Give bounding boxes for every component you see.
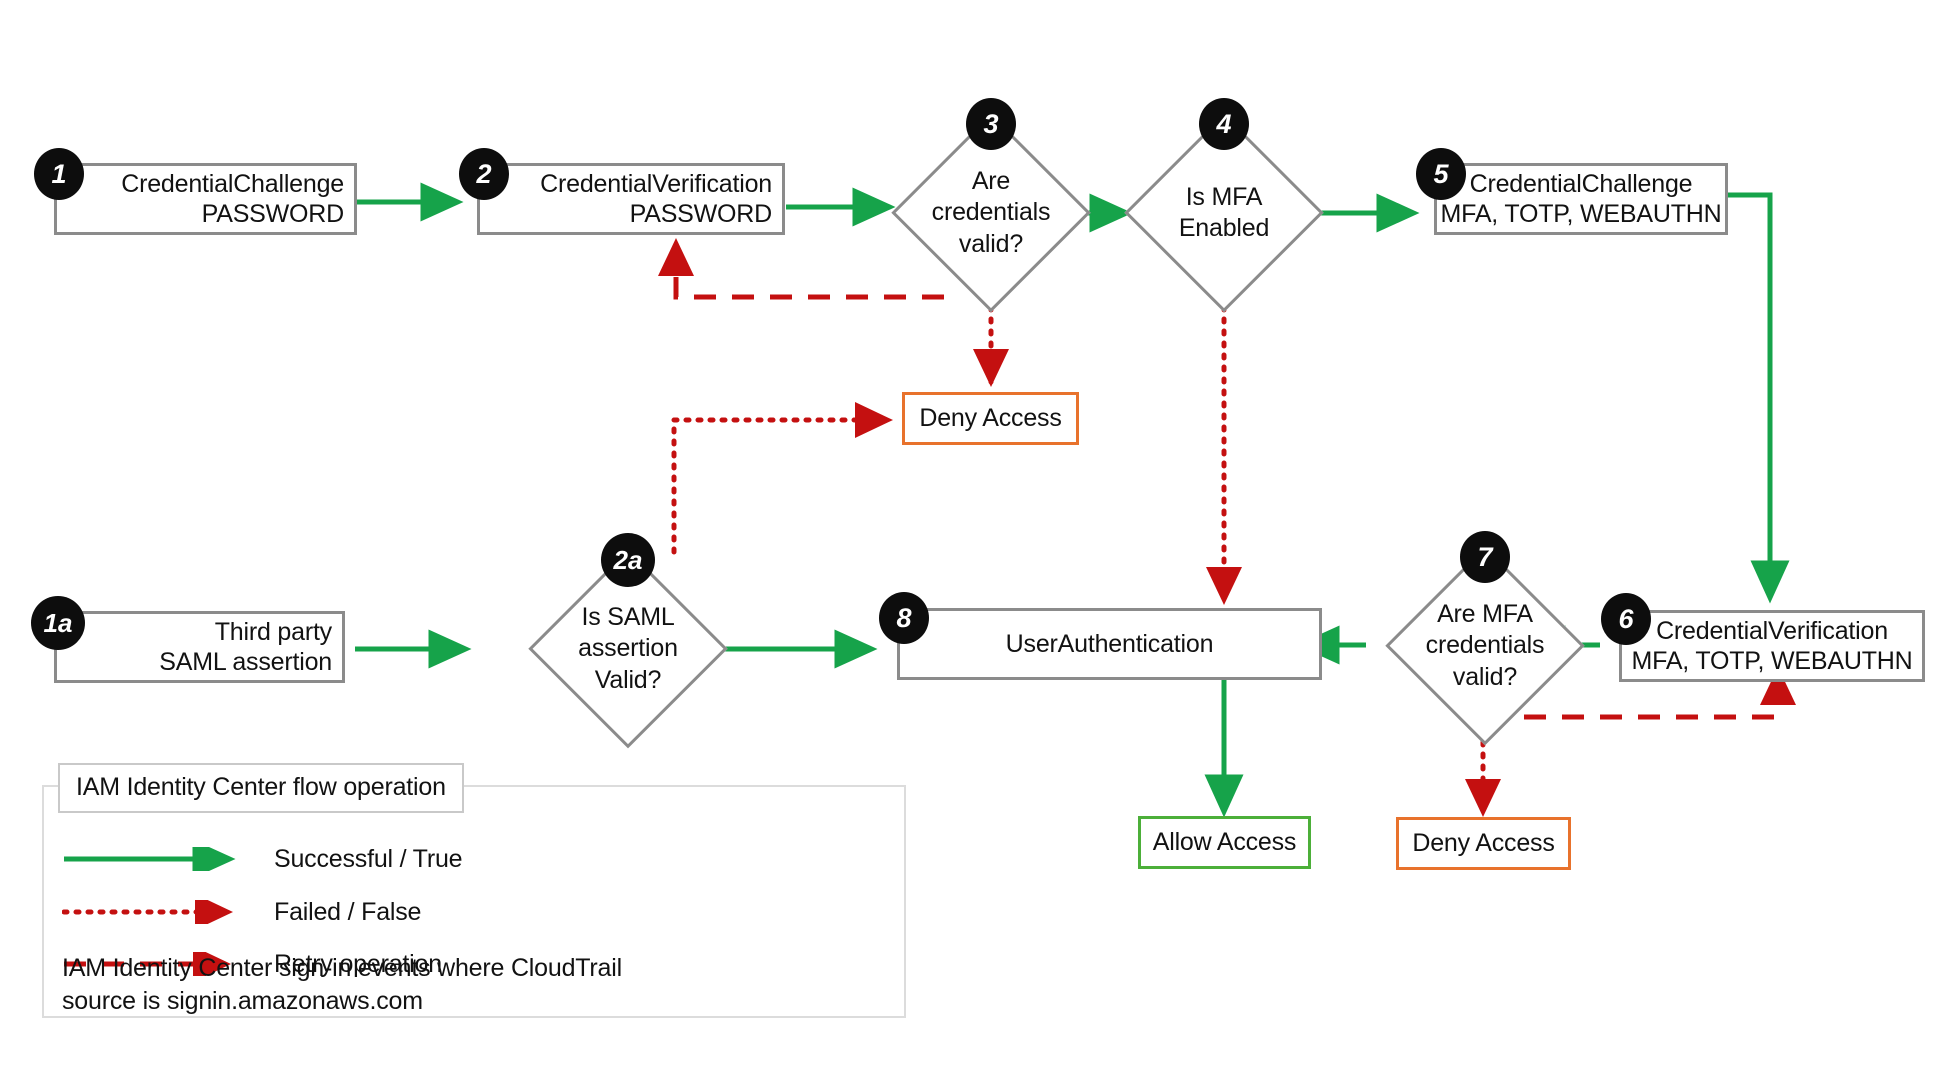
node-user-authentication[interactable]: UserAuthentication <box>897 608 1322 680</box>
node-are-mfa-credentials-valid[interactable]: Are MFA credentials valid? <box>1385 546 1585 746</box>
terminal-deny-access-2[interactable]: Deny Access <box>1396 817 1571 870</box>
node-credential-challenge-mfa[interactable]: CredentialChallenge MFA, TOTP, WEBAUTHN <box>1434 163 1728 235</box>
legend-panel: IAM Identity Center flow operation Succe… <box>42 763 906 1018</box>
node-1a-line-2: SAML assertion <box>159 648 332 676</box>
legend-row-retry: Retry operation <box>44 944 904 984</box>
badge-6: 6 <box>1601 593 1651 645</box>
legend-label-successful: Successful / True <box>274 844 463 873</box>
legend-swatch-solid-green <box>64 847 236 871</box>
node-2a-label: Is SAML assertion Valid? <box>578 602 678 694</box>
badge-8: 8 <box>879 592 929 644</box>
node-4-label: Is MFA Enabled <box>1178 182 1270 243</box>
node-2-line-2: PASSWORD <box>629 200 773 228</box>
node-1-line-1: CredentialChallenge <box>121 169 344 198</box>
terminal-deny-access-1[interactable]: Deny Access <box>902 392 1079 445</box>
badge-7: 7 <box>1460 531 1510 583</box>
node-credential-verification-password[interactable]: CredentialVerification PASSWORD <box>477 163 785 235</box>
deny-access-2-label: Deny Access <box>1412 829 1555 857</box>
node-is-mfa-enabled[interactable]: Is MFA Enabled <box>1124 113 1324 313</box>
node-1a-line-1: Third party <box>214 617 332 646</box>
legend-label-failed: Failed / False <box>274 897 422 926</box>
allow-access-label: Allow Access <box>1152 828 1297 856</box>
node-credential-verification-mfa[interactable]: CredentialVerification MFA, TOTP, WEBAUT… <box>1619 610 1925 682</box>
node-2-line-1: CredentialVerification <box>540 169 772 198</box>
badge-1a: 1a <box>31 596 85 650</box>
terminal-allow-access[interactable]: Allow Access <box>1138 816 1311 869</box>
node-are-credentials-valid[interactable]: Are credentials valid? <box>891 113 1091 313</box>
red-failed-connectors <box>671 292 1501 818</box>
badge-4: 4 <box>1199 98 1249 150</box>
badge-1: 1 <box>34 148 84 200</box>
node-3-label: Are credentials valid? <box>931 166 1051 258</box>
deny-access-1-label: Deny Access <box>919 404 1062 432</box>
badge-2a: 2a <box>601 533 655 587</box>
node-5-line-1: CredentialChallenge <box>1469 169 1693 198</box>
legend-row-failed: Failed / False <box>44 892 904 932</box>
node-credential-challenge-password[interactable]: CredentialChallenge PASSWORD <box>54 163 357 235</box>
legend-row-successful: Successful / True <box>44 839 904 879</box>
node-6-line-2: MFA, TOTP, WEBAUTHN <box>1631 647 1913 675</box>
legend-note: IAM Identity Center sign-in events where… <box>62 954 622 1016</box>
node-6-line-1: CredentialVerification <box>1656 616 1888 645</box>
node-third-party-saml-assertion[interactable]: Third party SAML assertion <box>54 611 345 683</box>
node-1-line-2: PASSWORD <box>201 200 345 228</box>
node-is-saml-assertion-valid[interactable]: Is SAML assertion Valid? <box>528 549 728 749</box>
badge-2: 2 <box>459 148 509 200</box>
badge-5: 5 <box>1416 148 1466 200</box>
node-7-label: Are MFA credentials valid? <box>1425 599 1545 691</box>
node-8-line-1: UserAuthentication <box>1005 629 1214 658</box>
legend-swatch-dotted-red <box>62 900 234 924</box>
legend-label-retry: Retry operation <box>274 949 442 978</box>
badge-3: 3 <box>966 98 1016 150</box>
legend-swatch-dashed-red <box>64 952 232 976</box>
legend-title: IAM Identity Center flow operation <box>58 763 464 813</box>
node-5-line-2: MFA, TOTP, WEBAUTHN <box>1440 200 1722 228</box>
